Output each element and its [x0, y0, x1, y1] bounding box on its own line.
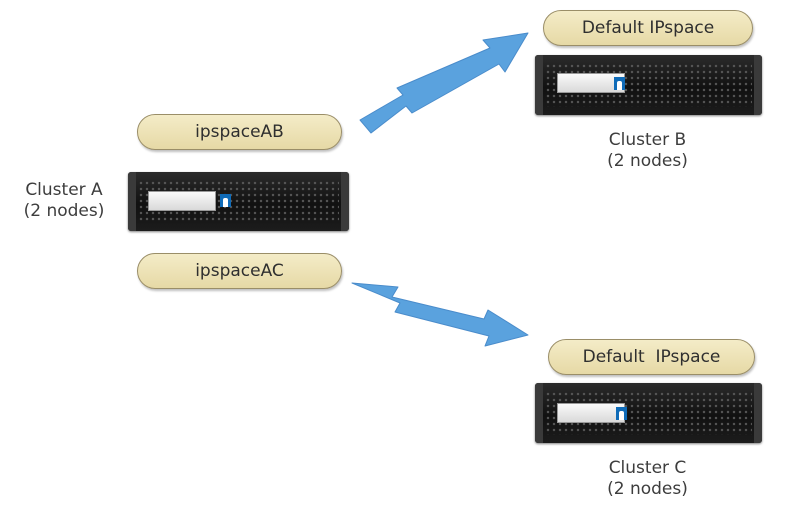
cluster-c-server-icon: [535, 383, 762, 443]
ipspace-ab-label: ipspaceAB: [195, 122, 284, 142]
ipspace-ab: ipspaceAB: [137, 114, 342, 150]
vendor-logo-icon: [616, 407, 627, 420]
ipspace-default-b-label: Default IPspace: [581, 18, 715, 38]
ipspace-default-c-label: Default IPspace: [582, 347, 721, 367]
cluster-a-nodes: (2 nodes): [23, 201, 105, 221]
cluster-b-name: Cluster B: [608, 130, 687, 150]
cluster-a-label: Cluster A (2 nodes): [10, 180, 118, 222]
ipspace-default-c: Default IPspace: [548, 339, 755, 375]
server-panel: [148, 191, 216, 211]
cluster-b-server-icon: [535, 55, 762, 115]
ipspace-default-b: Default IPspace: [543, 10, 753, 46]
cluster-a-server-icon: [128, 172, 349, 231]
vendor-logo-icon: [220, 194, 231, 207]
cluster-a-name: Cluster A: [25, 180, 103, 200]
ipspace-ac: ipspaceAC: [137, 253, 342, 289]
arrow-ac-to-c: [351, 282, 529, 347]
cluster-c-name: Cluster C: [608, 458, 687, 478]
ipspace-ac-label: ipspaceAC: [195, 261, 284, 281]
cluster-c-nodes: (2 nodes): [607, 479, 688, 499]
cluster-c-label: Cluster C (2 nodes): [590, 458, 705, 500]
cluster-b-nodes: (2 nodes): [607, 151, 688, 171]
server-panel: [557, 403, 625, 423]
arrow-ab-to-b: [359, 32, 529, 134]
vendor-logo-icon: [614, 77, 625, 90]
cluster-b-label: Cluster B (2 nodes): [590, 130, 705, 172]
